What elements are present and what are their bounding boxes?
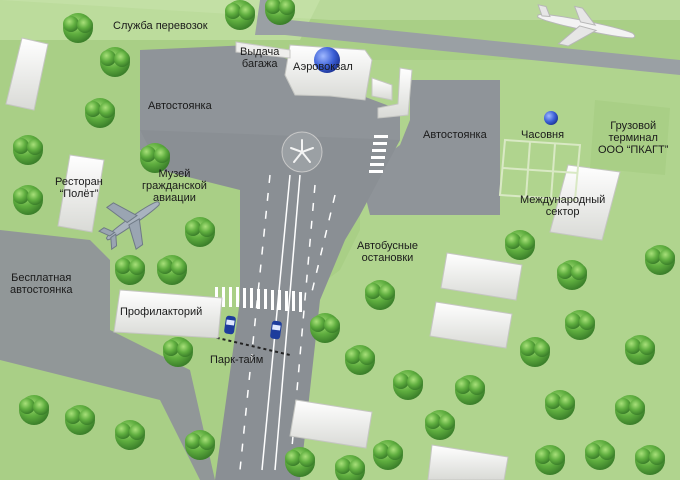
label-baggage-claim: Выдача багажа xyxy=(240,46,280,70)
main-road xyxy=(140,130,400,480)
crosswalk-south xyxy=(215,287,302,312)
grass-patch xyxy=(0,0,680,20)
label-international-sector: Международный сектор xyxy=(520,194,606,218)
label-cargo-terminal: Грузовой терминал ООО “ПКАГТ” xyxy=(598,120,669,156)
label-terminal: Аэровокзал xyxy=(293,61,353,73)
building xyxy=(289,399,373,449)
dome-icon xyxy=(314,47,340,73)
crosswalk-east xyxy=(369,135,388,173)
grass-area xyxy=(0,360,200,480)
car-icon xyxy=(270,320,282,340)
label-chapel: Часовня xyxy=(521,129,565,141)
label-transport-service: Служба перевозок xyxy=(113,20,208,32)
building xyxy=(427,444,509,480)
label-dispensary: Профилакторий xyxy=(120,306,203,318)
cargo-terminal-area xyxy=(590,100,670,175)
building xyxy=(429,301,513,349)
fountain-icon xyxy=(290,139,314,163)
building-dispensary xyxy=(113,289,223,339)
label-museum: Музей гражданской авиации xyxy=(142,168,207,204)
building-international-sector xyxy=(549,164,621,241)
label-park-time: Парк-тайм xyxy=(210,354,264,366)
label-parking-east: Автостоянка xyxy=(423,129,487,141)
label-restaurant: Ресторан “Полёт” xyxy=(55,176,103,200)
parking-lot-east xyxy=(360,80,500,215)
label-parking-north: Автостоянка xyxy=(148,100,212,112)
building-restaurant xyxy=(57,154,105,233)
airplane-icon xyxy=(537,4,636,47)
car-icon xyxy=(224,315,236,335)
dome-icon xyxy=(544,111,558,125)
label-bus-stops: Автобусные остановки xyxy=(357,240,419,264)
terminal-annex xyxy=(371,67,413,119)
airplane-icon xyxy=(98,201,160,251)
road-north xyxy=(255,0,680,75)
park-time-barrier xyxy=(204,334,291,356)
building xyxy=(5,37,49,111)
building xyxy=(440,252,523,301)
label-free-parking: Бесплатная автостоянка xyxy=(10,272,73,296)
chapel-garden xyxy=(498,138,582,202)
